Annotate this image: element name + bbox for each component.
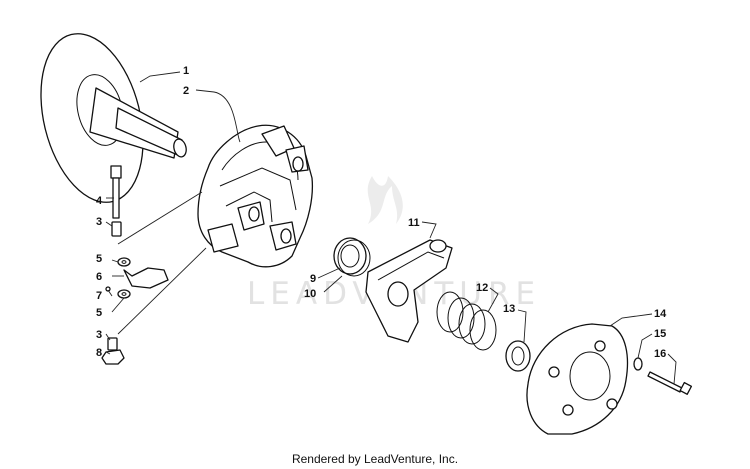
callout-3-upper: 3 [96,216,102,228]
pin-part-7 [105,286,111,292]
callout-2: 2 [183,85,189,97]
spider-part-11 [365,239,453,343]
washer-part-5-lower [117,289,131,299]
nut-part-8 [101,349,125,365]
fixed-sheave-part-1 [40,33,187,203]
callout-15: 15 [654,328,666,340]
bolt-part-4 [110,165,122,219]
callout-7: 7 [96,290,102,302]
callout-13: 13 [503,303,515,315]
callout-3-lower: 3 [96,329,102,341]
callout-labels: 1 2 4 3 5 6 7 5 3 8 11 9 10 12 13 14 15 … [96,65,667,360]
bushing-part-13 [505,340,531,372]
leader-lines [105,71,677,385]
render-credit-footer: Rendered by LeadVenture, Inc. [291,452,459,466]
cover-plate-part-14 [526,323,629,435]
movable-sheave-part-2 [197,124,314,268]
callout-4: 4 [96,195,103,207]
callout-5-upper: 5 [96,253,102,265]
spring-part-12 [436,291,497,351]
bolt-part-16 [647,371,693,395]
washer-stack-parts-9-10 [333,237,371,277]
callout-14: 14 [654,308,667,320]
callout-5-lower: 5 [96,307,102,319]
callout-10: 10 [304,288,316,300]
callout-12: 12 [476,282,488,294]
washer-part-5-upper [117,257,131,267]
callout-1: 1 [183,65,189,77]
callout-8: 8 [96,347,102,359]
callout-6: 6 [96,271,102,283]
roller-arm-part-6 [123,267,169,289]
callout-9: 9 [310,273,316,285]
washer-part-15 [633,357,643,371]
spacer-part-3-lower [107,337,118,351]
callout-16: 16 [654,348,666,360]
spacer-part-3-upper [111,221,122,237]
callout-11: 11 [408,217,420,229]
